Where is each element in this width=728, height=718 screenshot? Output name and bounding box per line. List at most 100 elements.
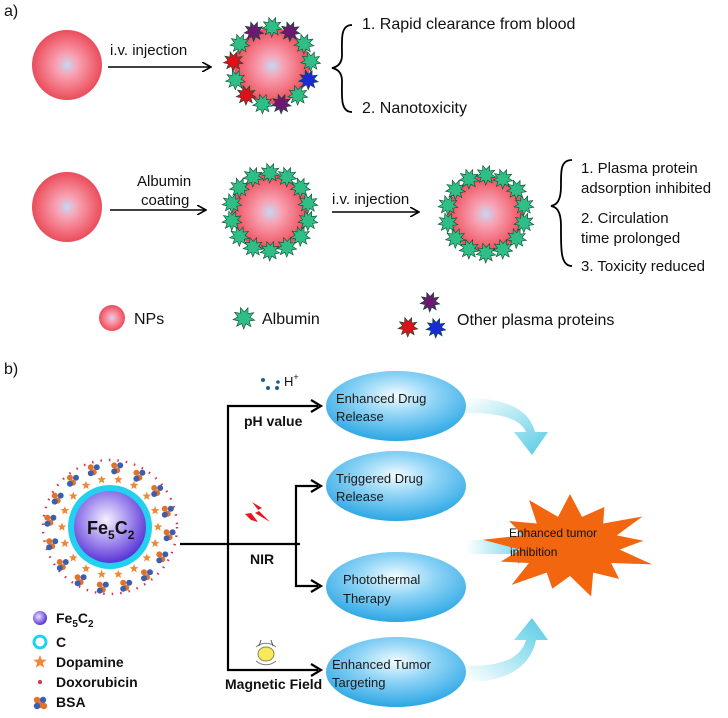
other-proteins-legend-icon [397, 291, 447, 339]
bsa-blob [39, 696, 47, 704]
bsa-blob [163, 535, 170, 542]
bsa-blob [93, 464, 100, 471]
fe5c2-legend-icon [33, 611, 47, 625]
dopamine-icon [97, 569, 106, 578]
dot [261, 378, 265, 382]
outcome-text: 3. Toxicity reduced [581, 258, 705, 275]
bsa-icon [46, 538, 59, 551]
photothermal-therapy-node: Photothermal Therapy [326, 552, 466, 622]
arrow-head [310, 579, 324, 593]
bsa-blob [50, 514, 57, 521]
dopamine-icon [81, 564, 91, 573]
enhanced-drug-release-node: Enhanced Drug Release [326, 371, 466, 441]
bsa-blob [111, 462, 118, 469]
albumin-icon [458, 168, 480, 190]
h-plus-label: H+ [284, 372, 299, 389]
dopamine-icon [69, 491, 78, 500]
albumin-icon [492, 238, 514, 260]
node-label-line2: Therapy [343, 591, 391, 606]
curved-arrow-down [466, 398, 548, 455]
node-label-line1: Enhanced Tumor [332, 657, 432, 672]
bsa-blob [44, 520, 51, 527]
bsa-blob [120, 585, 127, 592]
protein-icon [235, 84, 257, 107]
bsa-blob [96, 587, 103, 594]
nanoparticle-icon [32, 30, 102, 100]
legend-bsa-label: BSA [56, 694, 86, 710]
coating-label-line1: Albumin [137, 173, 191, 190]
outcome-text: adsorption inhibited [581, 180, 711, 197]
albumin-legend-icon [232, 306, 256, 330]
node-label-line2: Release [336, 409, 384, 424]
arrow-head [310, 663, 324, 677]
bsa-blob [161, 511, 168, 518]
dopamine-icon [114, 569, 123, 578]
outcome-label-line1: Enhanced tumor [509, 526, 597, 540]
bsa-blob [147, 569, 153, 576]
curved-arrow-up [466, 618, 548, 682]
field-tick [258, 639, 274, 647]
ph-value-label: pH value [244, 413, 303, 429]
protein-icon [297, 69, 320, 91]
legend-fe5c2-label: Fe5C2 [56, 610, 94, 630]
albumin-icon [232, 306, 256, 330]
protein-icon [293, 33, 315, 55]
bsa-blob [151, 485, 158, 491]
outcome-brace [550, 159, 573, 267]
nanoparticle-icon [32, 172, 102, 242]
outcome-text: 2. Circulation [581, 210, 669, 227]
bsa-blob [67, 480, 73, 487]
bsa-blob [120, 579, 127, 586]
bsa-icon [156, 551, 169, 564]
bsa-icon [163, 529, 176, 542]
bsa-blob [57, 492, 64, 499]
albumin-icon [458, 238, 480, 260]
bsa-blob [133, 469, 140, 476]
dopamine-icon [81, 480, 91, 490]
carbon-legend-icon [32, 634, 48, 650]
bsa-blob [56, 565, 63, 571]
bsa-blob [156, 557, 163, 564]
protein-icon [251, 93, 274, 115]
bsa-icon [133, 469, 146, 482]
albumin-icon [492, 168, 514, 190]
albumin-icon [242, 166, 264, 188]
node-label-line1: Triggered Drug [336, 471, 423, 486]
bsa-blob [51, 498, 58, 505]
ellipse [326, 451, 466, 521]
lightning-icon [245, 513, 258, 522]
dopamine-icon [129, 480, 139, 490]
albumin-icon [221, 193, 243, 215]
node-label-line2: Targeting [332, 675, 385, 690]
doxorubicin-ring [41, 458, 179, 596]
legend-albumin-label: Albumin [262, 311, 320, 328]
outcome-text: time prolonged [581, 230, 680, 247]
bsa-icon [96, 581, 109, 594]
dopamine-icon [60, 538, 70, 548]
albumin-icon [297, 210, 319, 232]
protein-icon [287, 84, 309, 107]
bsa-blob [162, 551, 169, 558]
bsa-blob [167, 505, 174, 512]
bsa-blob [139, 469, 146, 476]
node-label-line2: Release [336, 489, 384, 504]
nps-legend-icon [99, 305, 125, 331]
ellipse [326, 637, 466, 707]
outcome-brace [331, 24, 353, 113]
bsa-icon [111, 462, 124, 475]
albumin-coated-nanoparticle-in-blood [437, 164, 535, 264]
bsa-blob [73, 474, 79, 481]
bsa-blob [141, 575, 147, 582]
albumin-icon [297, 193, 319, 215]
core-label: Fe5C2 [87, 518, 135, 542]
dot [266, 386, 270, 390]
bsa-blob [40, 702, 48, 710]
bsa-blob [161, 505, 168, 512]
arrow-head [310, 399, 324, 413]
starburst-shape [482, 494, 653, 597]
photothermal-branch [294, 544, 318, 588]
protein-icon [229, 33, 251, 55]
albumin-icon [505, 179, 528, 201]
doxorubicin-legend-icon [38, 680, 42, 684]
